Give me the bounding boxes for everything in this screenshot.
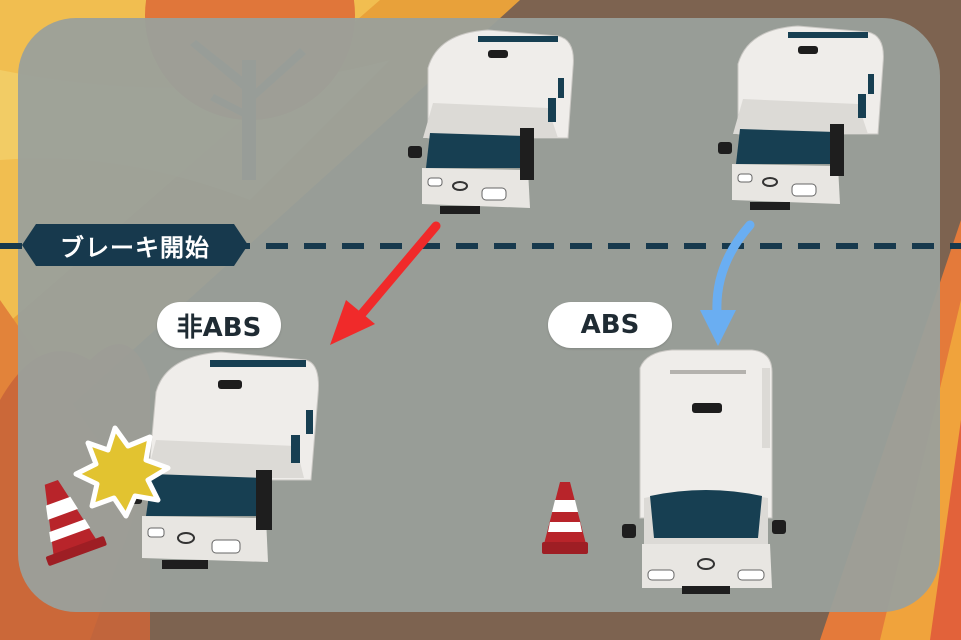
abs-trajectory-arrow [700, 220, 755, 346]
camper-van-icon [718, 25, 884, 210]
traffic-cone-icon [44, 480, 107, 566]
camper-van-icon [126, 351, 319, 569]
brake-start-label: ブレーキ開始 [22, 224, 248, 266]
camper-van-top-right [718, 25, 884, 210]
traffic-cone-non-abs [44, 480, 107, 566]
camper-van-non-abs [126, 351, 319, 569]
camper-van-icon [408, 29, 574, 214]
camper-van-icon [622, 349, 786, 594]
non-abs-label: 非ABS [157, 302, 281, 348]
traffic-cone-abs [542, 482, 588, 554]
camper-van-top-left [408, 29, 574, 214]
abs-label: ABS [548, 302, 672, 348]
non-abs-trajectory-arrow [330, 221, 441, 345]
collision-burst-icon [73, 425, 171, 519]
camper-van-abs [622, 349, 786, 594]
traffic-cone-icon [542, 482, 588, 554]
